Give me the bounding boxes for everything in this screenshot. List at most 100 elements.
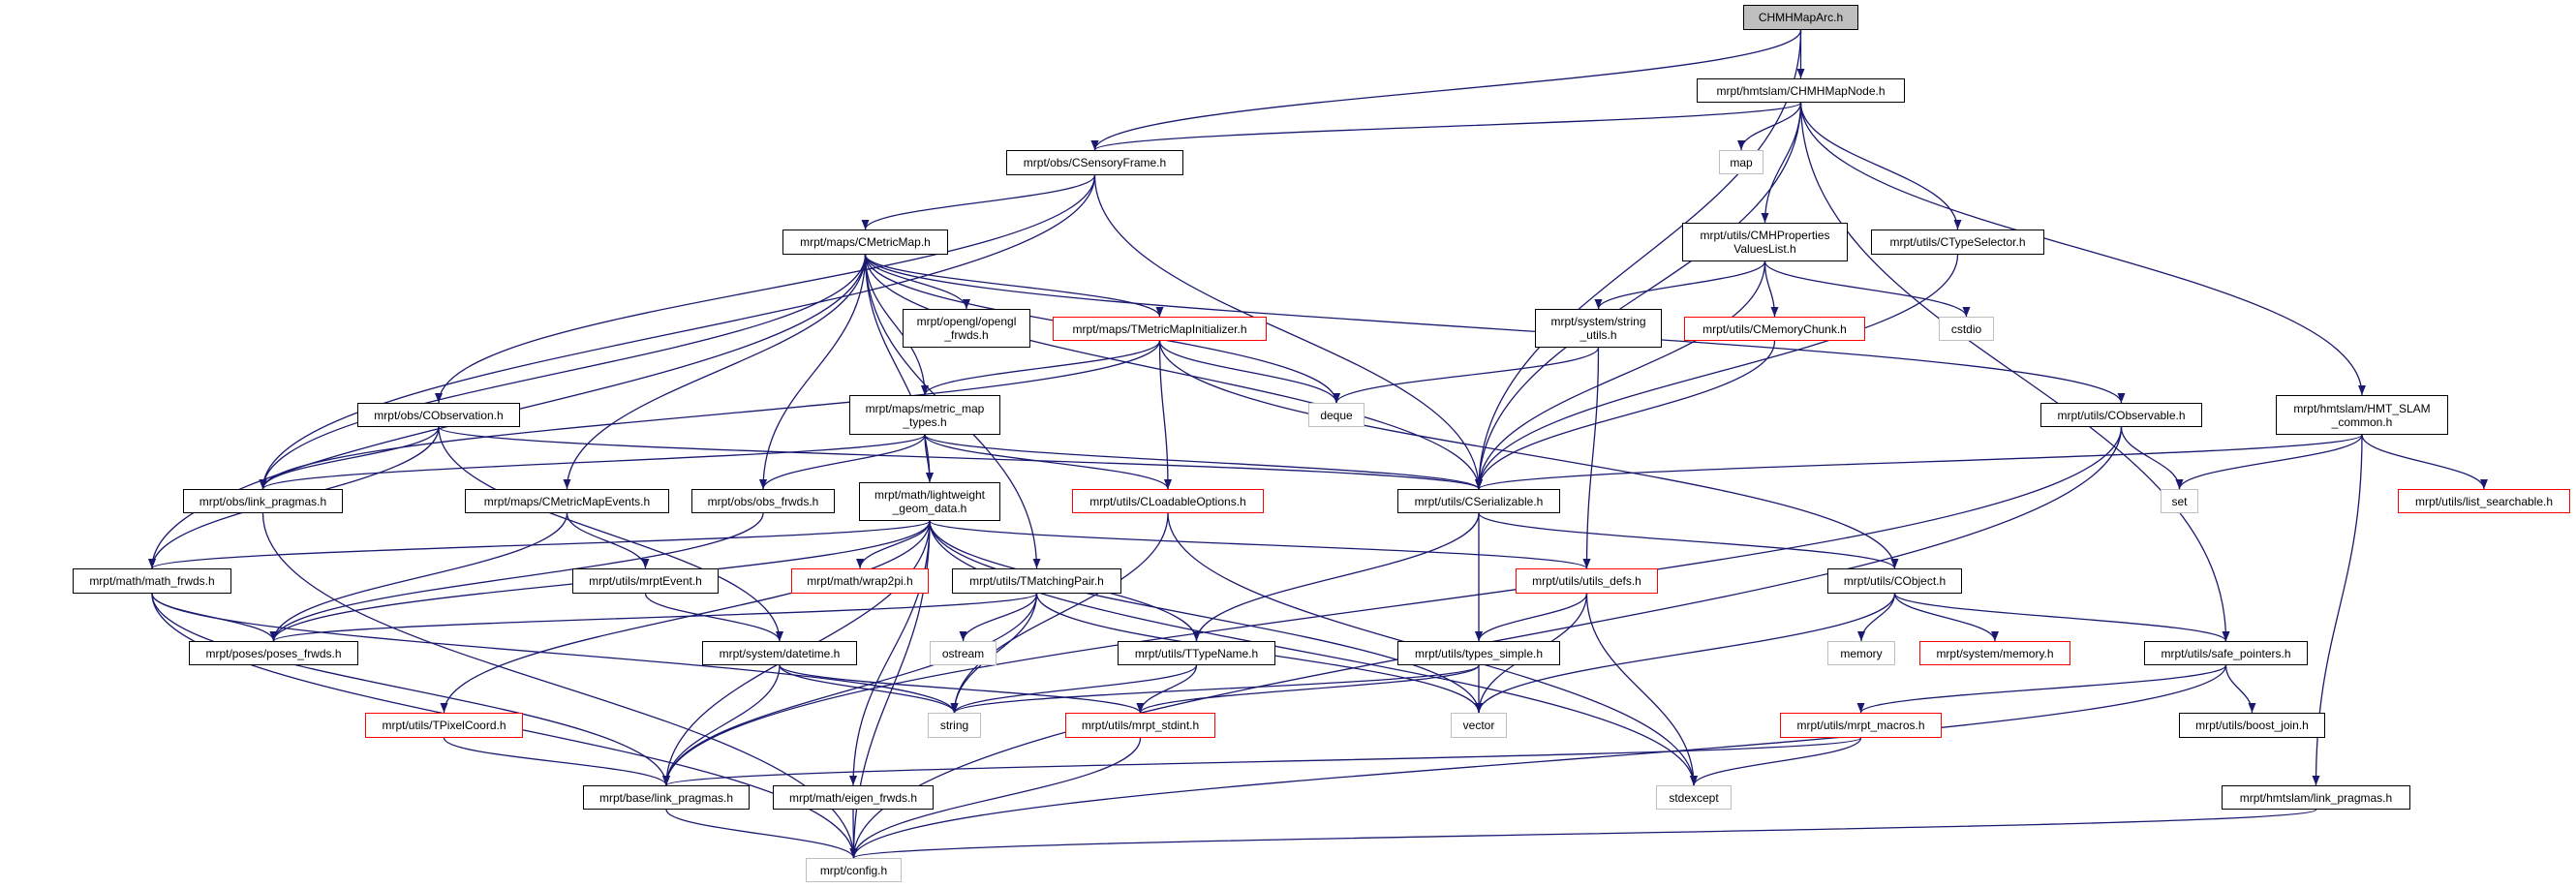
graph-node-stdint[interactable]: mrpt/utils/mrpt_stdint.h bbox=[1065, 713, 1215, 738]
graph-node-mathfrwds[interactable]: mrpt/math/math_frwds.h bbox=[73, 568, 231, 594]
edge-mmtypes-to-lwgeom bbox=[924, 434, 934, 483]
edge-node-to-sensory bbox=[1090, 102, 1802, 151]
node-label: mrpt/obs/CObservation.h bbox=[374, 408, 504, 422]
graph-node-typessimple[interactable]: mrpt/utils/types_simple.h bbox=[1397, 641, 1560, 665]
edge-safeptr-to-macros bbox=[1856, 664, 2227, 714]
graph-node-observable[interactable]: mrpt/utils/CObservable.h bbox=[2040, 403, 2202, 427]
node-label: mrpt/maps/metric_map bbox=[865, 401, 985, 415]
edge-obslp-to-config bbox=[261, 512, 858, 859]
edge-datetime-to-string bbox=[779, 664, 959, 714]
edge-strutils-to-utilsdefs bbox=[1582, 347, 1600, 569]
graph-node-observation[interactable]: mrpt/obs/CObservation.h bbox=[357, 403, 520, 427]
graph-node-mrptevent[interactable]: mrpt/utils/mrptEvent.h bbox=[572, 568, 719, 594]
edge-metricmap-to-obslp bbox=[259, 254, 867, 490]
edge-ttypename-to-string bbox=[950, 664, 1198, 714]
edge-node-to-hmtcommon bbox=[1799, 102, 2366, 396]
node-label: mrpt/utils/CMemoryChunk.h bbox=[1702, 322, 1847, 336]
node-label: cstdio bbox=[1950, 322, 1982, 336]
edge-sensory-to-obslp bbox=[259, 174, 1096, 490]
edge-observation-to-datetime bbox=[438, 426, 783, 642]
edge-macros-to-baselp bbox=[662, 737, 1862, 786]
graph-node-utilsdefs[interactable]: mrpt/utils/utils_defs.h bbox=[1516, 568, 1658, 594]
graph-node-cobject[interactable]: mrpt/utils/CObject.h bbox=[1827, 568, 1962, 594]
edge-cobject-to-vector bbox=[1475, 593, 1896, 714]
edge-arc-to-sensory bbox=[1090, 29, 1802, 151]
node-label: ostream bbox=[941, 646, 985, 660]
graph-node-eigenfrwds[interactable]: mrpt/math/eigen_frwds.h bbox=[773, 785, 934, 810]
graph-node-pixelcoord[interactable]: mrpt/utils/TPixelCoord.h bbox=[365, 713, 523, 738]
edge-matchpair-to-posesfrwds bbox=[269, 593, 1038, 642]
node-label: mrpt/hmtslam/CHMHMapNode.h bbox=[1716, 83, 1886, 98]
node-label: _common.h bbox=[2331, 414, 2393, 429]
edge-node-to-serializable bbox=[1475, 102, 1802, 490]
graph-node-metricmap[interactable]: mrpt/maps/CMetricMap.h bbox=[782, 230, 948, 255]
node-label: mrpt/utils/mrptEvent.h bbox=[589, 574, 702, 588]
node-label: _utils.h bbox=[1579, 328, 1617, 342]
graph-node-string: string bbox=[928, 713, 981, 738]
graph-node-lwgeom[interactable]: mrpt/math/lightweight_geom_data.h bbox=[859, 482, 1000, 521]
edge-props-to-strutils bbox=[1594, 260, 1766, 310]
graph-node-strutils[interactable]: mrpt/system/string_utils.h bbox=[1535, 309, 1662, 348]
graph-node-safeptr[interactable]: mrpt/utils/safe_pointers.h bbox=[2144, 641, 2308, 665]
node-label: mrpt/config.h bbox=[819, 863, 888, 877]
graph-node-obsfrwds[interactable]: mrpt/obs/obs_frwds.h bbox=[691, 489, 835, 513]
graph-node-serializable[interactable]: mrpt/utils/CSerializable.h bbox=[1397, 489, 1560, 513]
edge-mathfrwds-to-baselp bbox=[151, 593, 670, 786]
edge-eigenfrwds-to-config bbox=[849, 809, 858, 859]
graph-node-memchunk[interactable]: mrpt/utils/CMemoryChunk.h bbox=[1684, 317, 1865, 341]
graph-node-cstdio: cstdio bbox=[1939, 317, 1994, 341]
edge-metricmap-to-mmtypes bbox=[864, 254, 929, 396]
graph-node-sensory[interactable]: mrpt/obs/CSensoryFrame.h bbox=[1006, 150, 1183, 175]
graph-node-matchpair[interactable]: mrpt/utils/TMatchingPair.h bbox=[952, 568, 1121, 594]
node-label: mrpt/utils/mrpt_macros.h bbox=[1796, 719, 1925, 732]
node-label: mrpt/maps/CMetricMapEvents.h bbox=[483, 494, 651, 508]
edge-sensory-to-serializable bbox=[1093, 174, 1483, 490]
graph-node-typesel[interactable]: mrpt/utils/CTypeSelector.h bbox=[1871, 230, 2044, 255]
edge-safeptr-to-config bbox=[849, 664, 2227, 859]
edge-node-to-typesel bbox=[1799, 102, 1962, 230]
graph-node-opengl[interactable]: mrpt/opengl/opengl_frwds.h bbox=[903, 309, 1030, 348]
edge-mmtypes-to-obslp bbox=[259, 434, 926, 490]
edge-arc-to-serializable bbox=[1475, 29, 1802, 490]
node-label: mrpt/system/memory.h bbox=[1936, 646, 2054, 660]
edge-metricmap-to-observable bbox=[864, 254, 2126, 404]
graph-node-wrap2pi[interactable]: mrpt/math/wrap2pi.h bbox=[791, 568, 929, 594]
graph-node-hmtlp[interactable]: mrpt/hmtslam/link_pragmas.h bbox=[2222, 785, 2410, 810]
edge-matchpair-to-baselp bbox=[662, 593, 1038, 786]
graph-node-ttypename[interactable]: mrpt/utils/TTypeName.h bbox=[1118, 641, 1275, 665]
edge-hmtcommon-to-listsearch bbox=[2361, 434, 2488, 490]
edge-serializable-to-cobject bbox=[1478, 512, 1899, 569]
graph-node-loadopt[interactable]: mrpt/utils/CLoadableOptions.h bbox=[1072, 489, 1264, 513]
graph-node-sysmemory[interactable]: mrpt/system/memory.h bbox=[1919, 641, 2070, 665]
graph-node-listsearch[interactable]: mrpt/utils/list_searchable.h bbox=[2398, 489, 2570, 513]
graph-node-boostjoin[interactable]: mrpt/utils/boost_join.h bbox=[2179, 713, 2325, 738]
graph-node-tmminit[interactable]: mrpt/maps/TMetricMapInitializer.h bbox=[1053, 317, 1267, 341]
graph-node-map: map bbox=[1719, 150, 1763, 174]
edge-metricmap-to-serializable bbox=[864, 254, 1483, 490]
graph-node-node[interactable]: mrpt/hmtslam/CHMHMapNode.h bbox=[1697, 78, 1905, 103]
edge-utilsdefs-to-stdexcept bbox=[1585, 593, 1698, 786]
node-label: mrpt/utils/TMatchingPair.h bbox=[969, 574, 1104, 588]
edge-memchunk-to-serializable bbox=[1475, 340, 1776, 490]
graph-node-datetime[interactable]: mrpt/system/datetime.h bbox=[702, 641, 857, 665]
edge-metricmap-to-opengl bbox=[864, 254, 970, 310]
graph-node-obslp[interactable]: mrpt/obs/link_pragmas.h bbox=[183, 489, 343, 513]
graph-node-vector: vector bbox=[1451, 713, 1507, 738]
node-label: mrpt/hmtslam/HMT_SLAM bbox=[2293, 401, 2431, 415]
graph-node-mmtypes[interactable]: mrpt/maps/metric_map_types.h bbox=[849, 395, 1000, 435]
graph-node-baselp[interactable]: mrpt/base/link_pragmas.h bbox=[583, 785, 750, 810]
edge-tmminit-to-cobject bbox=[1158, 340, 1899, 569]
edge-stdint-to-config bbox=[849, 737, 1142, 859]
edge-props-to-memchunk bbox=[1763, 260, 1779, 318]
graph-node-posesfrwds[interactable]: mrpt/poses/poses_frwds.h bbox=[189, 641, 358, 665]
node-label: mrpt/utils/safe_pointers.h bbox=[2161, 646, 2291, 660]
edge-hmtcommon-to-set bbox=[2175, 434, 2363, 490]
node-label: mrpt/poses/poses_frwds.h bbox=[205, 646, 342, 660]
node-label: mrpt/utils/CObservable.h bbox=[2057, 408, 2186, 422]
graph-node-arc[interactable]: CHMHMapArc.h bbox=[1743, 5, 1858, 30]
graph-node-macros[interactable]: mrpt/utils/mrpt_macros.h bbox=[1780, 713, 1942, 738]
edge-loadopt-to-string bbox=[950, 512, 1169, 714]
graph-node-hmtcommon[interactable]: mrpt/hmtslam/HMT_SLAM_common.h bbox=[2276, 395, 2448, 435]
graph-node-mmevents[interactable]: mrpt/maps/CMetricMapEvents.h bbox=[465, 489, 669, 513]
